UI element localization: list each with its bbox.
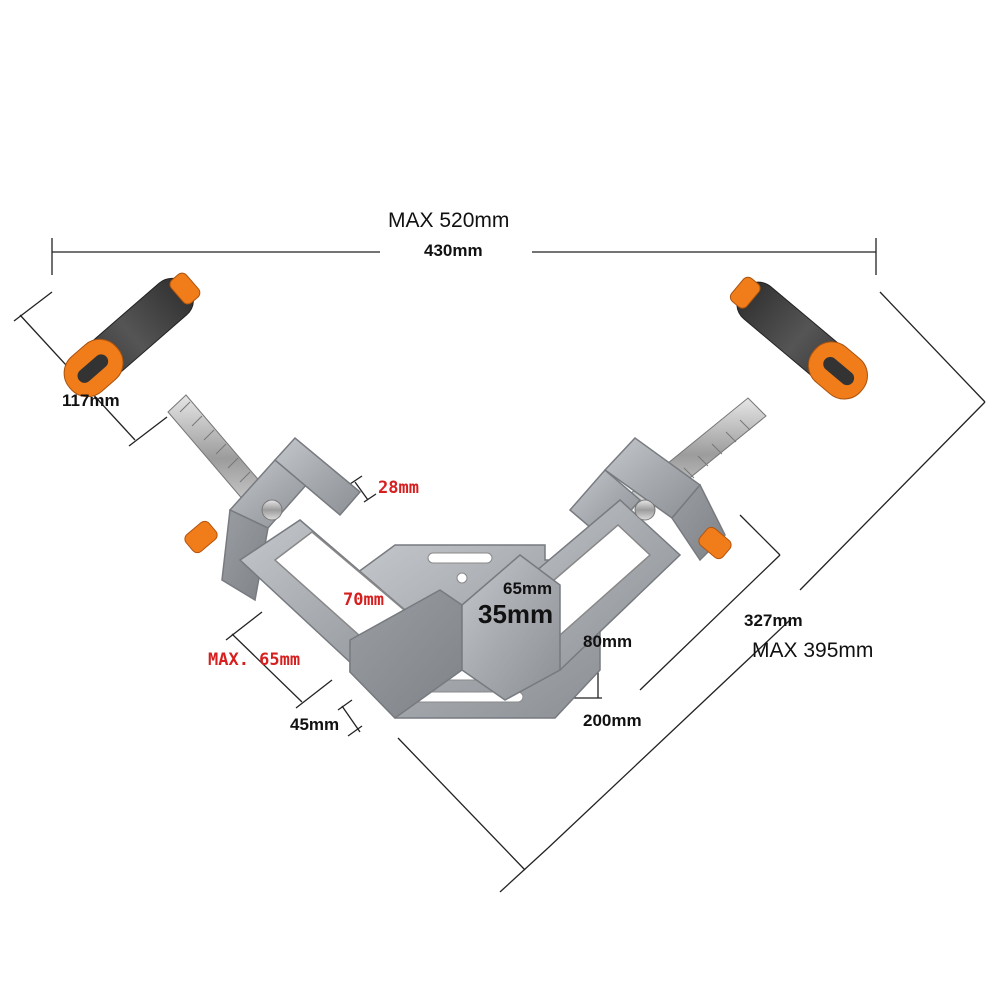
jaw-depth-label: 28mm: [378, 478, 419, 498]
overall-width-max-label: MAX 520mm: [388, 209, 510, 232]
overall-width-label: 430mm: [424, 241, 483, 260]
base-height-label: 80mm: [583, 632, 633, 651]
inner-depth-label: 65mm: [503, 579, 553, 598]
base-width-label: 200mm: [583, 711, 642, 730]
orange-adjust-knobs: [184, 520, 732, 560]
handle-length-label: 117mm: [62, 391, 120, 410]
max-capacity-label: MAX. 65mm: [208, 650, 301, 670]
side-length-label: 327mm: [744, 611, 803, 630]
jaw-opening-label: 70mm: [343, 590, 384, 610]
corner-gap-label: 35mm: [478, 599, 554, 629]
jaw-height-label: 45mm: [290, 715, 340, 734]
side-length-max-label: MAX 395mm: [752, 639, 874, 662]
left-handle: [63, 272, 201, 398]
right-handle: [729, 276, 868, 400]
inner-corner-jaws: [349, 554, 561, 719]
